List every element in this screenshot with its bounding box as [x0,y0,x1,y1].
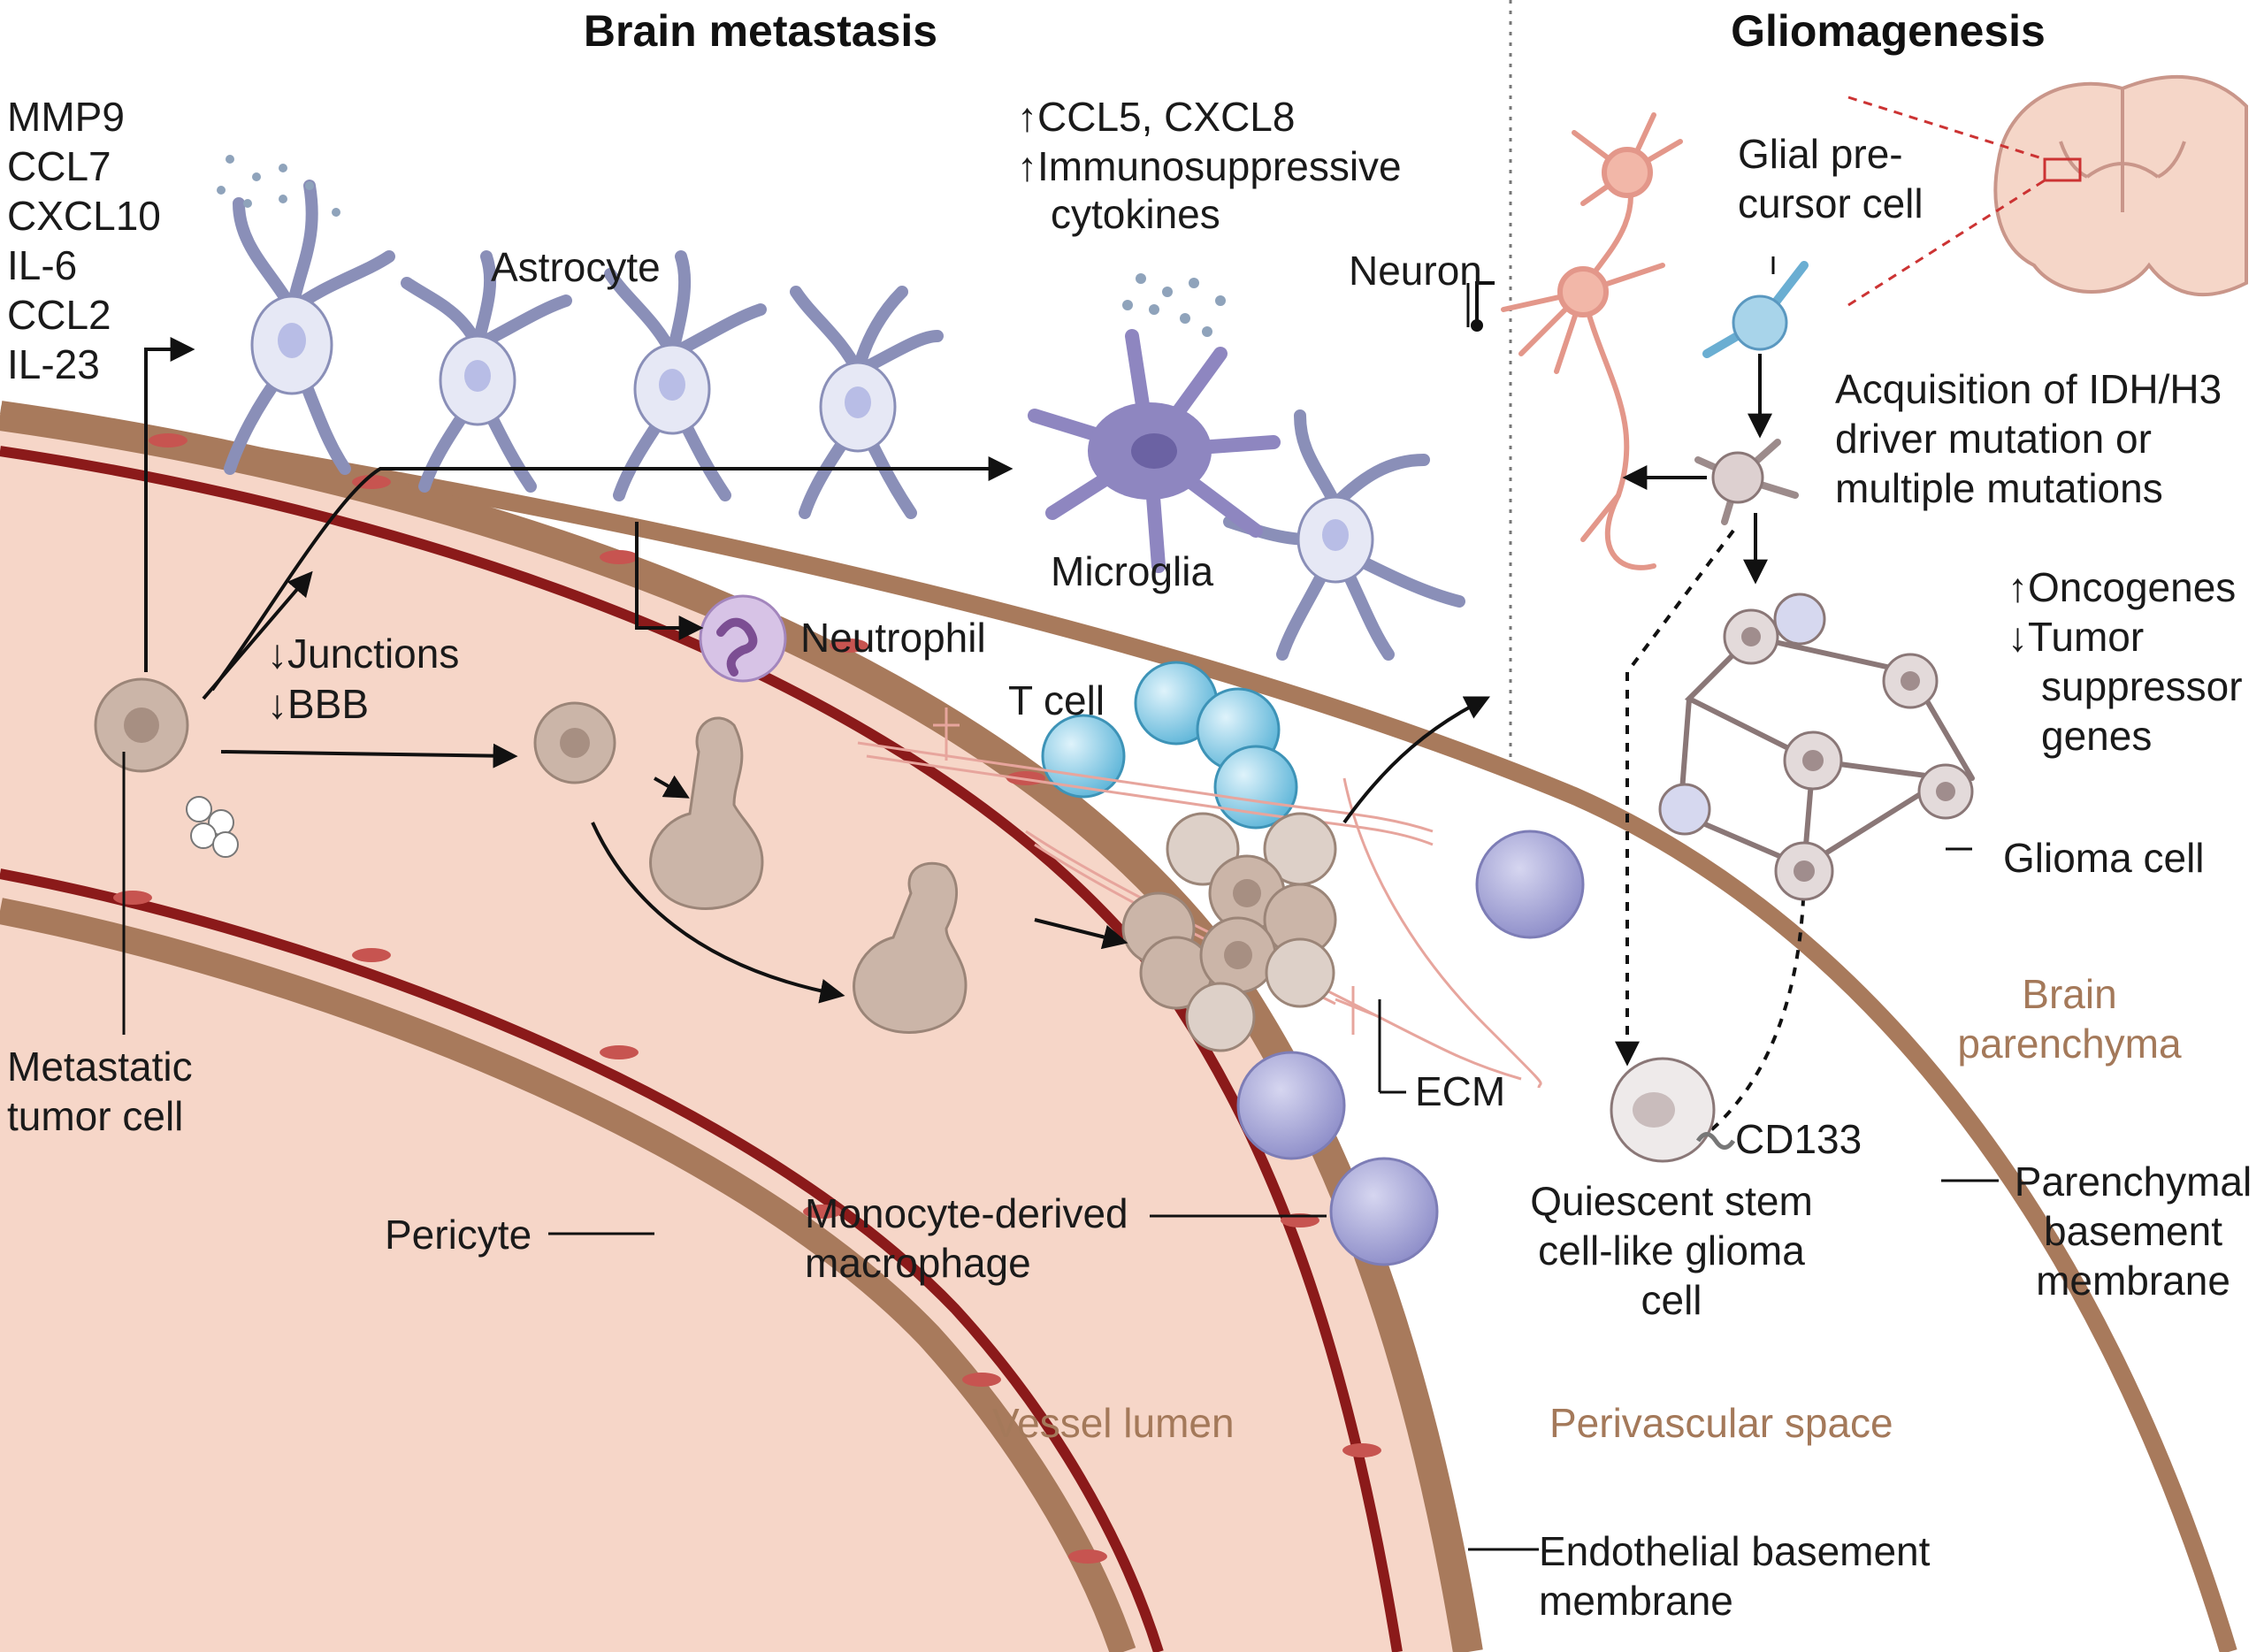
label-oncogenes: ↑Oncogenes [2008,564,2236,610]
quiescent-glioma-cell [1610,1057,1736,1163]
label-macrophage-2: macrophage [805,1240,1031,1286]
factor-item: MMP9 [7,94,125,140]
factor-item: IL-23 [7,341,100,387]
microglia-cell [1028,329,1281,573]
title-brain-metastasis: Brain metastasis [584,6,937,56]
t-cells [1041,661,1298,830]
label-bbb: ↓BBB [267,681,369,727]
label-perivascular: Perivascular space [1549,1400,1893,1446]
neutrophil-cell [699,594,787,683]
metastasis-arrows [144,337,1491,1004]
brain-coronal-section [1847,74,2248,307]
label-glial-2: cursor cell [1738,180,1924,226]
gliomagenesis-arrows [1615,354,1817,1143]
label-acquisition-2: driver mutation or [1835,416,2152,462]
label-parenchymal-2: basement [2044,1208,2222,1254]
macrophage-cells [1236,830,1585,1266]
label-pericyte: Pericyte [385,1212,532,1258]
brain-region-box [2043,157,2082,182]
blood-vessel [0,401,1483,1652]
label-t-cell: T cell [1008,677,1105,723]
label-tumor-supp-1: ↓Tumor [2008,614,2144,660]
cytokine-dots [217,155,1226,337]
astrocyte-cells [224,180,1465,661]
label-glial-1: Glial pre- [1738,131,1903,177]
label-tumor-supp-2: suppressor [2041,663,2243,709]
mutated-cell [1694,439,1799,525]
label-quiescent-2: cell-like glioma [1538,1228,1805,1273]
neuron-pointer [1471,281,1495,332]
label-cd133: CD133 [1735,1116,1862,1162]
label-endothelial-1: Endothelial basement [1539,1528,1931,1574]
label-ecm: ECM [1415,1068,1505,1114]
leader-lines [122,256,1999,1551]
label-vessel-lumen: Vessel lumen [992,1400,1235,1446]
label-macrophage-1: Monocyte-derived [805,1190,1128,1236]
label-acquisition-3: multiple mutations [1835,465,2163,511]
label-astrocyte: Astrocyte [491,244,661,290]
label-chemokines-3: cytokines [1051,191,1220,237]
tumor-cluster [1121,812,1337,1052]
label-neuron: Neuron [1349,248,1482,294]
vesicles [186,796,239,858]
factor-item: CCL2 [7,292,111,338]
neuron-cell [1501,112,1683,570]
invading-tumor-cells [94,677,968,1034]
label-metastatic-2: tumor cell [7,1093,183,1139]
label-metastatic-1: Metastatic [7,1044,193,1090]
label-brain-parenchyma-1: Brain [2022,971,2116,1017]
factor-item: CXCL10 [7,193,161,239]
glial-precursor-cell [1702,261,1809,358]
label-glioma-cell: Glioma cell [2003,835,2205,881]
title-gliomagenesis: Gliomagenesis [1731,6,2046,56]
label-brain-parenchyma-2: parenchyma [1957,1021,2182,1067]
label-acquisition-1: Acquisition of IDH/H3 [1835,366,2222,412]
label-microglia: Microglia [1051,548,1213,594]
label-neutrophil: Neutrophil [800,615,986,661]
label-junctions: ↓Junctions [267,631,459,677]
label-chemokines-1: ↑CCL5, CXCL8 [1017,94,1295,140]
label-parenchymal-3: membrane [2036,1258,2230,1304]
factor-item: IL-6 [7,242,77,288]
label-quiescent-1: Quiescent stem [1530,1178,1813,1224]
glioma-cells [1658,593,1974,901]
factor-item: CCL7 [7,143,111,189]
label-tumor-supp-3: genes [2041,713,2152,759]
label-endothelial-2: membrane [1539,1578,1733,1624]
factors-list: MMP9 CCL7 CXCL10 IL-6 CCL2 IL-23 [7,94,161,387]
label-parenchymal-1: Parenchymal [2015,1159,2252,1205]
label-quiescent-3: cell [1641,1277,1702,1323]
parenchymal-basement-membrane [0,405,2237,1652]
label-chemokines-2: ↑Immunosuppressive [1017,143,1402,189]
